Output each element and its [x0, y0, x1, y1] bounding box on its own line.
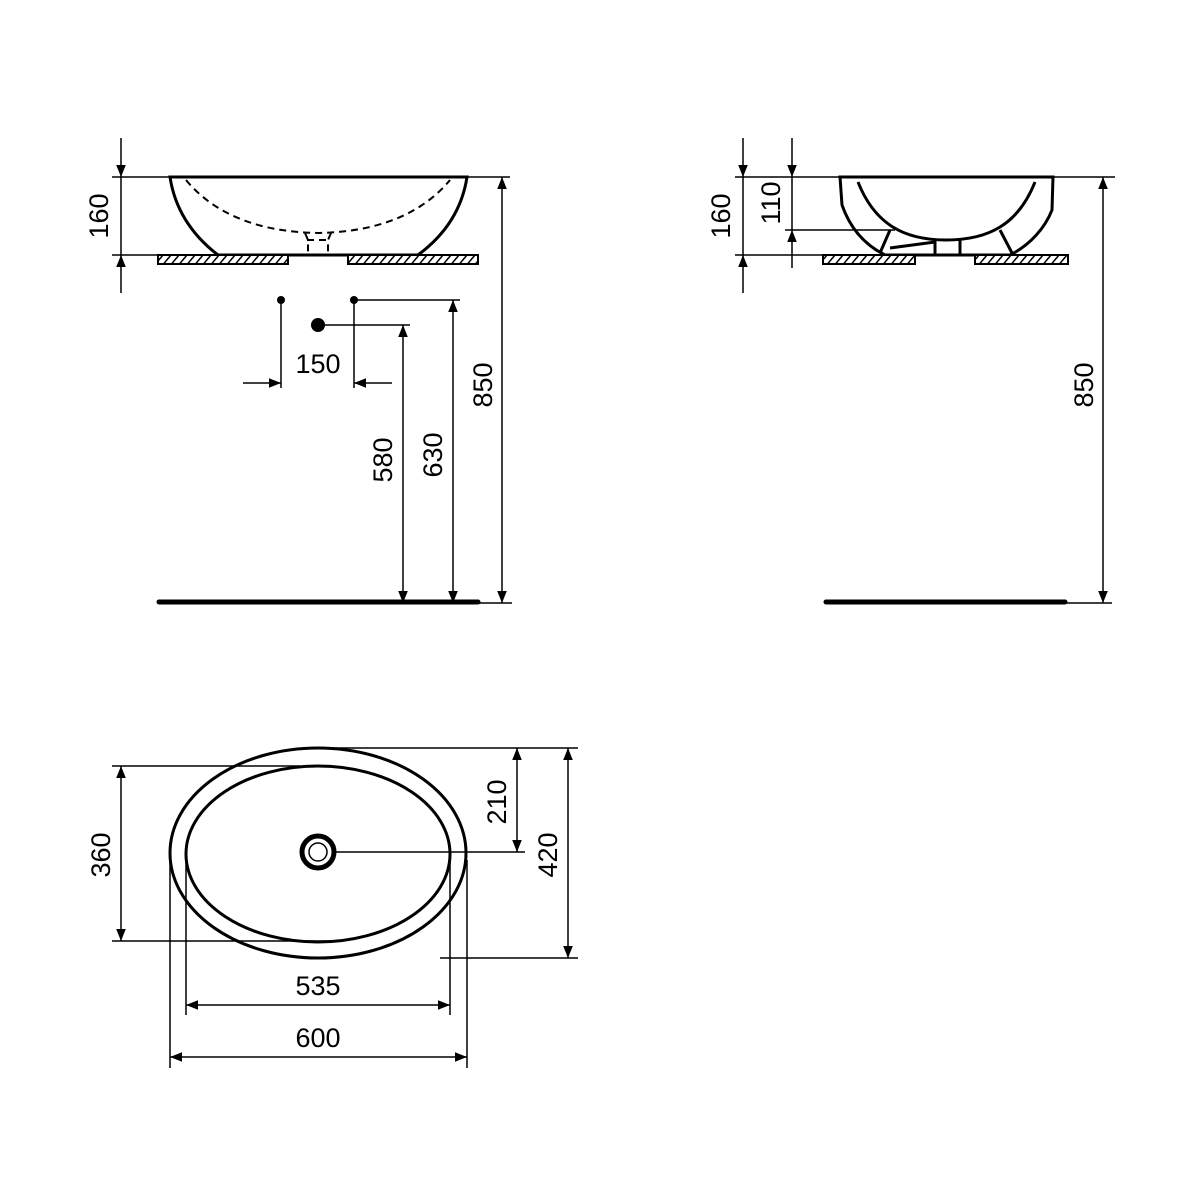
bowl-depth-label: 110 — [756, 181, 786, 224]
outer-width-label: 600 — [295, 1023, 340, 1053]
plan-view: 210 420 360 535 600 — [86, 746, 578, 1068]
inner-depth-label: 360 — [86, 832, 116, 877]
waste-height-label: 580 — [368, 437, 398, 482]
inner-bowl — [184, 764, 452, 944]
tap-spacing-label: 150 — [295, 349, 340, 379]
waste-drain — [299, 833, 337, 871]
inner-bowl-hidden — [185, 179, 451, 235]
outer-rim — [168, 746, 468, 960]
outer-depth-label: 420 — [533, 832, 563, 877]
countertop-right — [347, 254, 479, 265]
top-height-label: 850 — [468, 362, 498, 407]
inner-width-label: 535 — [295, 971, 340, 1001]
side-view: 160 110 850 — [706, 138, 1115, 605]
side-countertop-left — [822, 254, 916, 265]
basin-section — [838, 175, 1055, 257]
front-height-label: 160 — [84, 193, 114, 238]
front-view: 160 150 580 630 850 — [84, 138, 512, 605]
tap-height-label: 630 — [418, 432, 448, 477]
basin-profile — [168, 175, 469, 257]
side-countertop-right — [974, 254, 1069, 265]
countertop-left — [157, 254, 289, 265]
side-top-height-label: 850 — [1069, 362, 1099, 407]
side-height-label: 160 — [706, 193, 736, 238]
waste-offset-label: 210 — [482, 779, 512, 824]
